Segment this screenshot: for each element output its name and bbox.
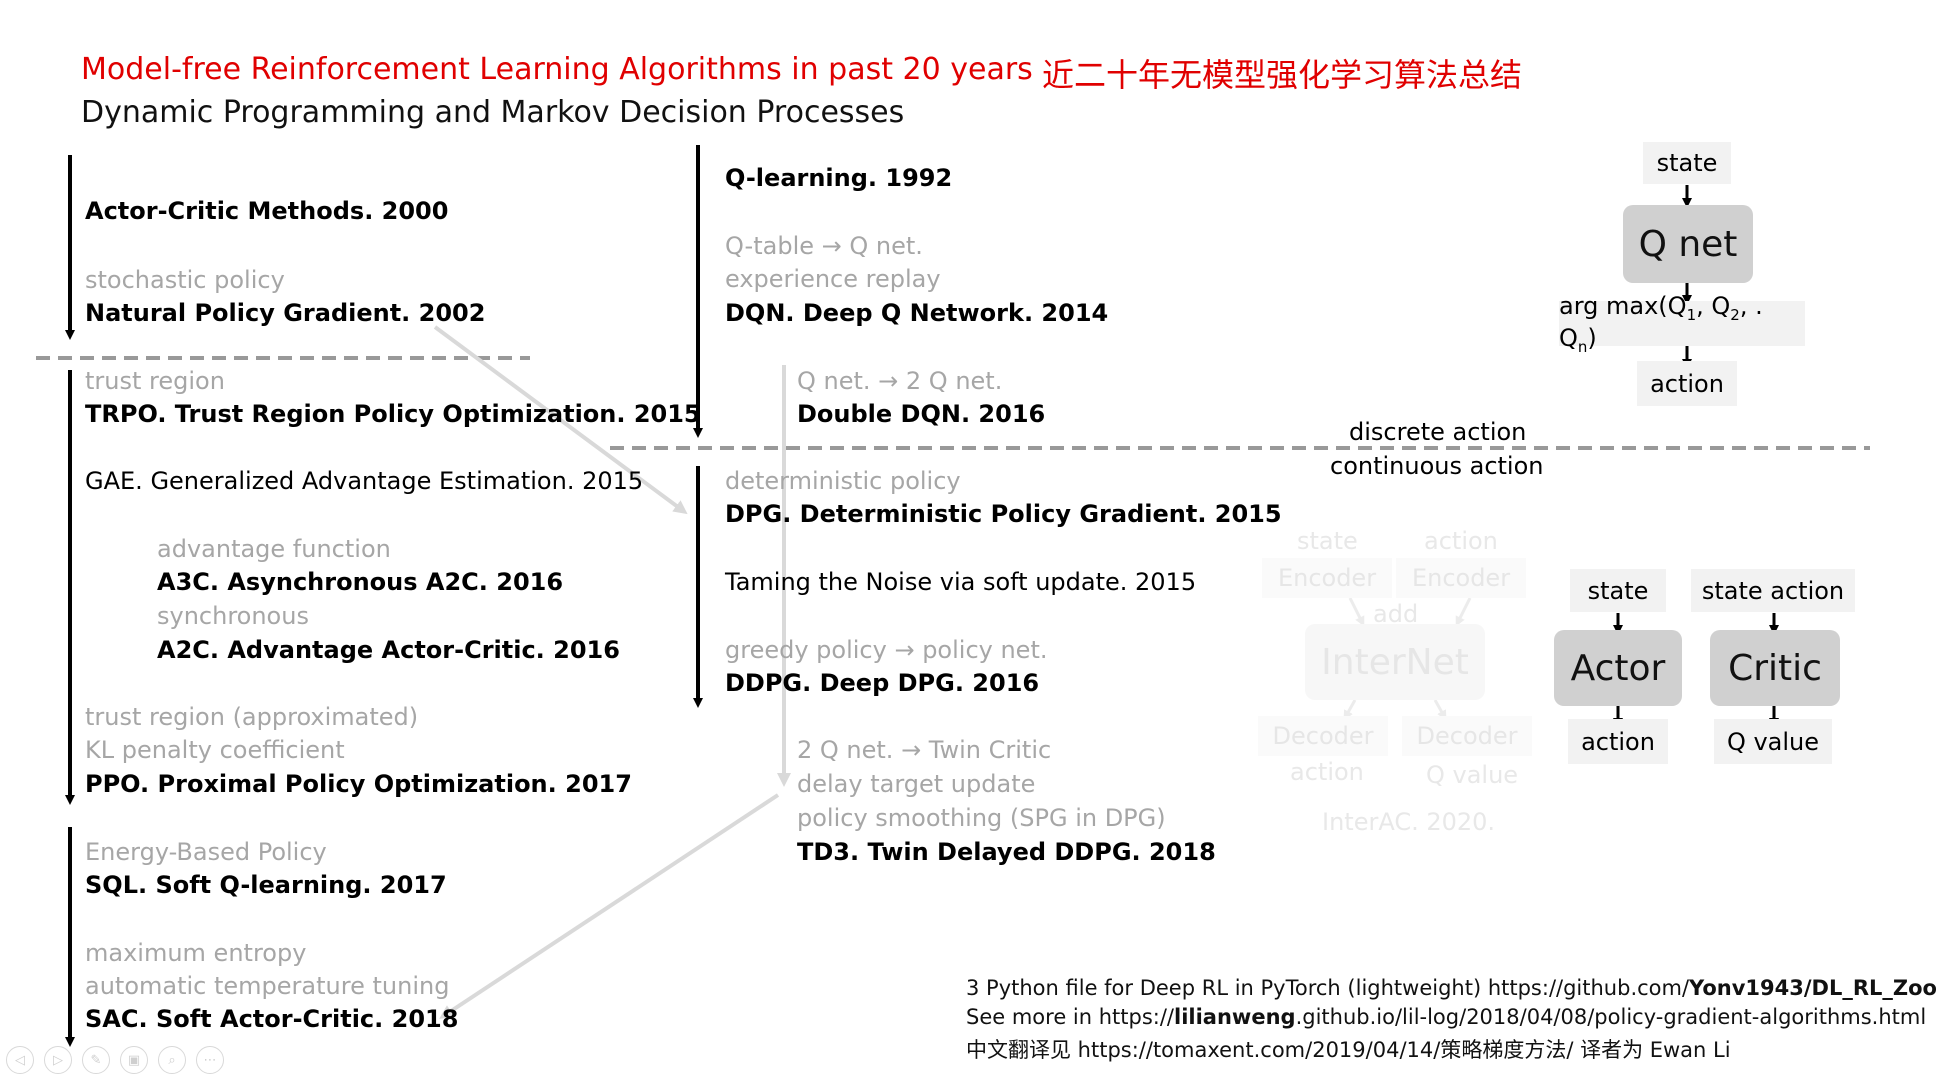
interac-out-qvalue: Q value (1426, 761, 1519, 789)
sac-label: SAC. Soft Actor-Critic. 2018 (85, 1005, 459, 1033)
page-subtitle: Dynamic Programming and Markov Decision … (81, 95, 905, 130)
argmax-box: arg max(Q1, Q2, . Qn) (1559, 292, 1805, 355)
arrow-npg-to-dpg (433, 325, 688, 515)
interac-arrow-3 (1343, 699, 1357, 721)
qnet-state-label: state (1656, 149, 1718, 177)
interac-decoder-right: Decoder (1402, 716, 1532, 756)
a3c-label: A3C. Asynchronous A2C. 2016 (157, 568, 564, 596)
qnet-label: Q net (1638, 223, 1738, 265)
slides-icon[interactable]: ▣ (120, 1046, 148, 1074)
qnet-box: Q net (1623, 205, 1753, 283)
max-entropy-note: maximum entropy (85, 939, 307, 967)
interac-action-label: action (1424, 527, 1498, 555)
qnet-action-box: action (1637, 361, 1737, 406)
interac-encoder-left: Encoder (1262, 558, 1392, 598)
critic-state-action-box: state action (1691, 569, 1855, 612)
qtable-note: Q-table → Q net. (725, 232, 923, 260)
interac-decoder-left: Decoder (1258, 716, 1388, 756)
stochastic-policy-note: stochastic policy (85, 266, 285, 294)
twin-critic-note: 2 Q net. → Twin Critic (797, 736, 1052, 764)
kl-penalty-note: KL penalty coefficient (85, 736, 345, 764)
qnet-state-box: state (1643, 142, 1731, 184)
dpg-label: DPG. Deterministic Policy Gradient. 2015 (725, 500, 1282, 528)
trust-region-approx-note: trust region (approximated) (85, 703, 419, 731)
trust-region-note: trust region (85, 367, 225, 395)
actor-action-box: action (1568, 719, 1668, 764)
slideshow-toolbar: ◁ ▷ ✎ ▣ ⌕ ⋯ (6, 1046, 224, 1074)
sql-label: SQL. Soft Q-learning. 2017 (85, 871, 447, 899)
auto-temp-note: automatic temperature tuning (85, 972, 450, 1000)
critic-qvalue-box: Q value (1714, 719, 1832, 764)
interac-caption: InterAC. 2020. (1322, 808, 1496, 836)
footer-line-1: 3 Python file for Deep RL in PyTorch (li… (966, 976, 1937, 1000)
interac-arrow-4 (1433, 699, 1447, 721)
qnet-action-label: action (1650, 369, 1724, 398)
td3-label: TD3. Twin Delayed DDPG. 2018 (797, 838, 1216, 866)
qlearning-label: Q-learning. 1992 (725, 164, 953, 192)
experience-replay-note: experience replay (725, 265, 941, 293)
taming-noise-label: Taming the Noise via soft update. 2015 (725, 568, 1197, 596)
ppo-label: PPO. Proximal Policy Optimization. 2017 (85, 770, 632, 798)
arrow-td3-to-sac (439, 793, 780, 1019)
interac-encoder-right: Encoder (1396, 558, 1526, 598)
next-slide-icon[interactable]: ▷ (44, 1046, 72, 1074)
ddpg-label: DDPG. Deep DPG. 2016 (725, 669, 1040, 697)
interac-state-label: state (1297, 527, 1358, 555)
gae-label: GAE. Generalized Advantage Estimation. 2… (85, 467, 644, 495)
actor-state-box: state (1570, 569, 1666, 612)
more-icon[interactable]: ⋯ (196, 1046, 224, 1074)
a2c-label: A2C. Advantage Actor-Critic. 2016 (157, 636, 620, 664)
policy-smoothing-note: policy smoothing (SPG in DPG) (797, 804, 1166, 832)
dqn-label: DQN. Deep Q Network. 2014 (725, 299, 1109, 327)
energy-based-note: Energy-Based Policy (85, 838, 327, 866)
zoom-icon[interactable]: ⌕ (158, 1046, 186, 1074)
critic-box: Critic (1710, 630, 1840, 706)
actor-box: Actor (1554, 630, 1682, 706)
advantage-function-note: advantage function (157, 535, 391, 563)
synchronous-note: synchronous (157, 602, 309, 630)
prev-slide-icon[interactable]: ◁ (6, 1046, 34, 1074)
interac-add-label: add (1373, 600, 1419, 628)
trpo-label: TRPO. Trust Region Policy Optimization. … (85, 400, 701, 428)
delay-update-note: delay target update (797, 770, 1036, 798)
interac-arrow-2 (1455, 597, 1472, 627)
argmax-label: arg max(Q1, Q2, . Qn) (1559, 291, 1763, 356)
continuous-action-label: continuous action (1330, 452, 1544, 480)
qnet-2-note: Q net. → 2 Q net. (797, 367, 1003, 395)
double-dqn-label: Double DQN. 2016 (797, 400, 1046, 428)
interac-arrow-1 (1348, 597, 1365, 627)
page-title: Model-free Reinforcement Learning Algori… (81, 52, 1033, 87)
footer-line-2: See more in https://lilianweng.github.io… (966, 1005, 1927, 1029)
page-title-cn: 近二十年无模型强化学习算法总结 (1042, 56, 1523, 94)
internet-box: InterNet (1305, 624, 1485, 700)
npg-label: Natural Policy Gradient. 2002 (85, 299, 486, 327)
greedy-policy-note: greedy policy → policy net. (725, 636, 1048, 664)
actor-critic-label: Actor-Critic Methods. 2000 (85, 197, 449, 225)
interac-out-action: action (1290, 758, 1364, 786)
pen-icon[interactable]: ✎ (82, 1046, 110, 1074)
footer-line-3: 中文翻译见 https://tomaxent.com/2019/04/14/策略… (966, 1038, 1731, 1062)
footer-blog-link[interactable]: lilianweng (1174, 1005, 1296, 1029)
footer-repo-link[interactable]: Yonv1943/DL_RL_Zoo (1689, 976, 1937, 1000)
discrete-action-label: discrete action (1349, 418, 1527, 446)
deterministic-policy-note: deterministic policy (725, 467, 961, 495)
